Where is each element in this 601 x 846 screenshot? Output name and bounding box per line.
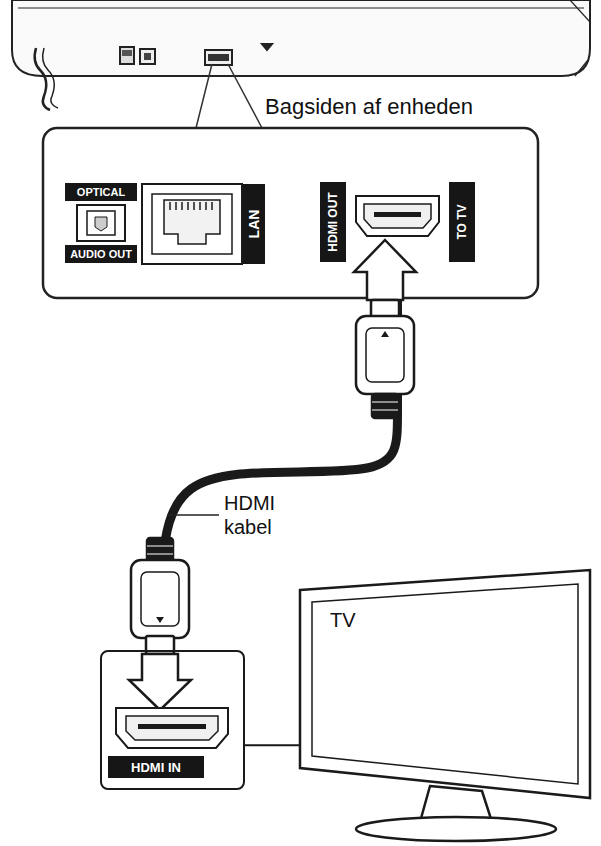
zoom-leader bbox=[196, 64, 262, 128]
player-rear bbox=[12, 0, 590, 110]
insert-arrow bbox=[129, 654, 191, 710]
label-bar: HDMI IN bbox=[108, 756, 204, 778]
hdmi-in-port: HDMI IN bbox=[100, 650, 245, 790]
port-label: AUDIO OUT bbox=[70, 249, 132, 260]
label-bar: HDMI OUT bbox=[320, 182, 346, 262]
label-bar: LAN bbox=[243, 184, 265, 264]
label-bar: TO TV bbox=[449, 182, 475, 262]
zoom-panel bbox=[43, 128, 538, 298]
port-label: HDMI OUT bbox=[327, 192, 339, 251]
callout-line bbox=[245, 744, 300, 746]
hdmi-out-port: HDMI OUT TO TV bbox=[320, 182, 475, 262]
tv-stand bbox=[356, 786, 556, 841]
port-label: OPTICAL bbox=[77, 187, 125, 198]
label-bar: OPTICAL bbox=[65, 183, 137, 201]
optical-port: OPTICAL AUDIO OUT bbox=[65, 183, 137, 263]
insert-arrow bbox=[354, 240, 416, 300]
cable-label: HDMI kabel bbox=[224, 491, 296, 539]
label-bar: AUDIO OUT bbox=[65, 245, 137, 263]
port-label: LAN bbox=[247, 210, 261, 239]
tv-screen: TV bbox=[298, 568, 592, 813]
device-name: TV bbox=[330, 610, 356, 630]
caption-label: Bagsiden af enheden bbox=[265, 94, 473, 120]
port-label: HDMI IN bbox=[131, 761, 181, 774]
lan-port: LAN bbox=[140, 180, 265, 268]
tv-outline bbox=[298, 568, 592, 813]
label-leader bbox=[168, 514, 219, 516]
port-label: TO TV bbox=[456, 204, 468, 239]
